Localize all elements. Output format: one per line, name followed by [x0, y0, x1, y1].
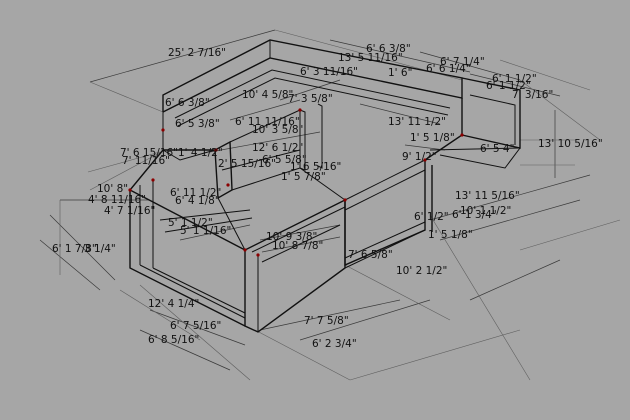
- dim-label: 6' 7 5/16": [170, 320, 221, 332]
- dim-label: 6' 11 11/16": [235, 116, 300, 128]
- dim-label: 1' 5 1/8": [428, 229, 473, 241]
- dim-label: 6' 6 3/8": [165, 97, 210, 109]
- dim-label: 3 1/4": [84, 243, 116, 255]
- joint-marker: [214, 148, 218, 152]
- dim-label: 6' 3 11/16": [300, 66, 358, 78]
- joint-marker: [423, 158, 427, 162]
- dim-label: 13' 5 11/16": [338, 52, 403, 64]
- dim-label: 1' 5 7/8": [281, 171, 326, 183]
- joint-marker: [151, 178, 155, 182]
- joint-marker: [243, 248, 247, 252]
- dim-label: 6' 1/2": [414, 211, 449, 223]
- dim-label: 6' 7 1/4": [440, 56, 485, 68]
- dim-label: 7' 11/16": [122, 155, 170, 167]
- joint-marker: [343, 198, 347, 202]
- dim-label: 6' 5 4": [480, 143, 514, 155]
- dim-label: 6' 4 1/8": [175, 195, 220, 207]
- dim-label: 5' 1 1/2": [168, 217, 213, 229]
- model-edges: [129, 39, 521, 333]
- dim-label: 6' 8 5/16": [148, 334, 199, 346]
- dim-label: 7' 7 5/8": [304, 315, 349, 327]
- dim-label: 7' 3 5/8": [288, 93, 333, 105]
- dim-label: 6' 11 1/2": [170, 187, 221, 199]
- dim-label: 7' 3/16": [512, 89, 553, 101]
- extension-lines: [39, 29, 621, 381]
- joint-marker: [128, 188, 132, 192]
- dim-label: 6' 1 7/8": [52, 243, 97, 255]
- dim-label: 10' 2 1/2": [396, 265, 447, 277]
- joint-marker: [161, 128, 165, 132]
- joint-marker: [460, 133, 464, 137]
- dim-label: 13' 11 1/2": [388, 116, 446, 128]
- joint-marker: [256, 253, 260, 257]
- dim-label: 6' 1 3/4": [452, 209, 497, 221]
- dim-label: 1' 5 1/8": [410, 132, 455, 144]
- dim-label: 7' 6 5/8": [348, 249, 393, 261]
- dim-label: 2' 5 15/16": [218, 158, 276, 170]
- joint-marker: [298, 108, 302, 112]
- dim-label: 1' 6 5/16": [290, 161, 341, 173]
- joint-marker: [226, 183, 230, 187]
- dim-label: 12' 6 1/2": [252, 142, 303, 154]
- dim-label: 12' 4 1/4": [148, 298, 199, 310]
- dim-label: 7' 6 15/16": [120, 147, 178, 159]
- dim-label: 5' 1 1/16": [180, 225, 231, 237]
- dim-label: 25' 2 7/16": [168, 47, 226, 59]
- dim-label: 13' 10 5/16": [538, 138, 603, 150]
- dim-label: 10' 3 5/8": [252, 124, 303, 136]
- dim-label: 10' 1 1/2": [460, 205, 511, 217]
- dim-label: 1' 4 1/2": [178, 147, 223, 159]
- dim-label: 6' 5 5/8": [262, 154, 307, 166]
- dim-label: 6' 5 3/8": [175, 118, 220, 130]
- dim-label: 10' 8": [97, 183, 128, 195]
- dim-label: 6' 2 3/4": [312, 338, 357, 350]
- joint-markers: [128, 108, 464, 257]
- dim-label: 10' 4 5/8": [242, 89, 293, 101]
- dim-label: 6' 1 1/2": [486, 80, 531, 92]
- dim-label: 6' 6 3/8": [366, 43, 411, 55]
- dimension-labels: 25' 2 7/16" 13' 5 11/16" 6' 6 3/8" 6' 7 …: [52, 43, 603, 350]
- dim-label: 4' 7 1/16": [104, 205, 155, 217]
- dim-label: 9' 1/2": [402, 151, 437, 163]
- dim-label: 6' 1 1/2": [492, 73, 537, 85]
- dim-label: 10' 9 3/8": [266, 231, 317, 243]
- dim-label: 4' 8 11/16": [88, 194, 146, 206]
- dim-label: 13' 11 5/16": [455, 190, 520, 202]
- dim-label: 6' 6 1/4": [426, 63, 471, 75]
- dim-label: 1' 6": [388, 67, 412, 79]
- dim-label: 10' 8 7/8": [272, 240, 323, 252]
